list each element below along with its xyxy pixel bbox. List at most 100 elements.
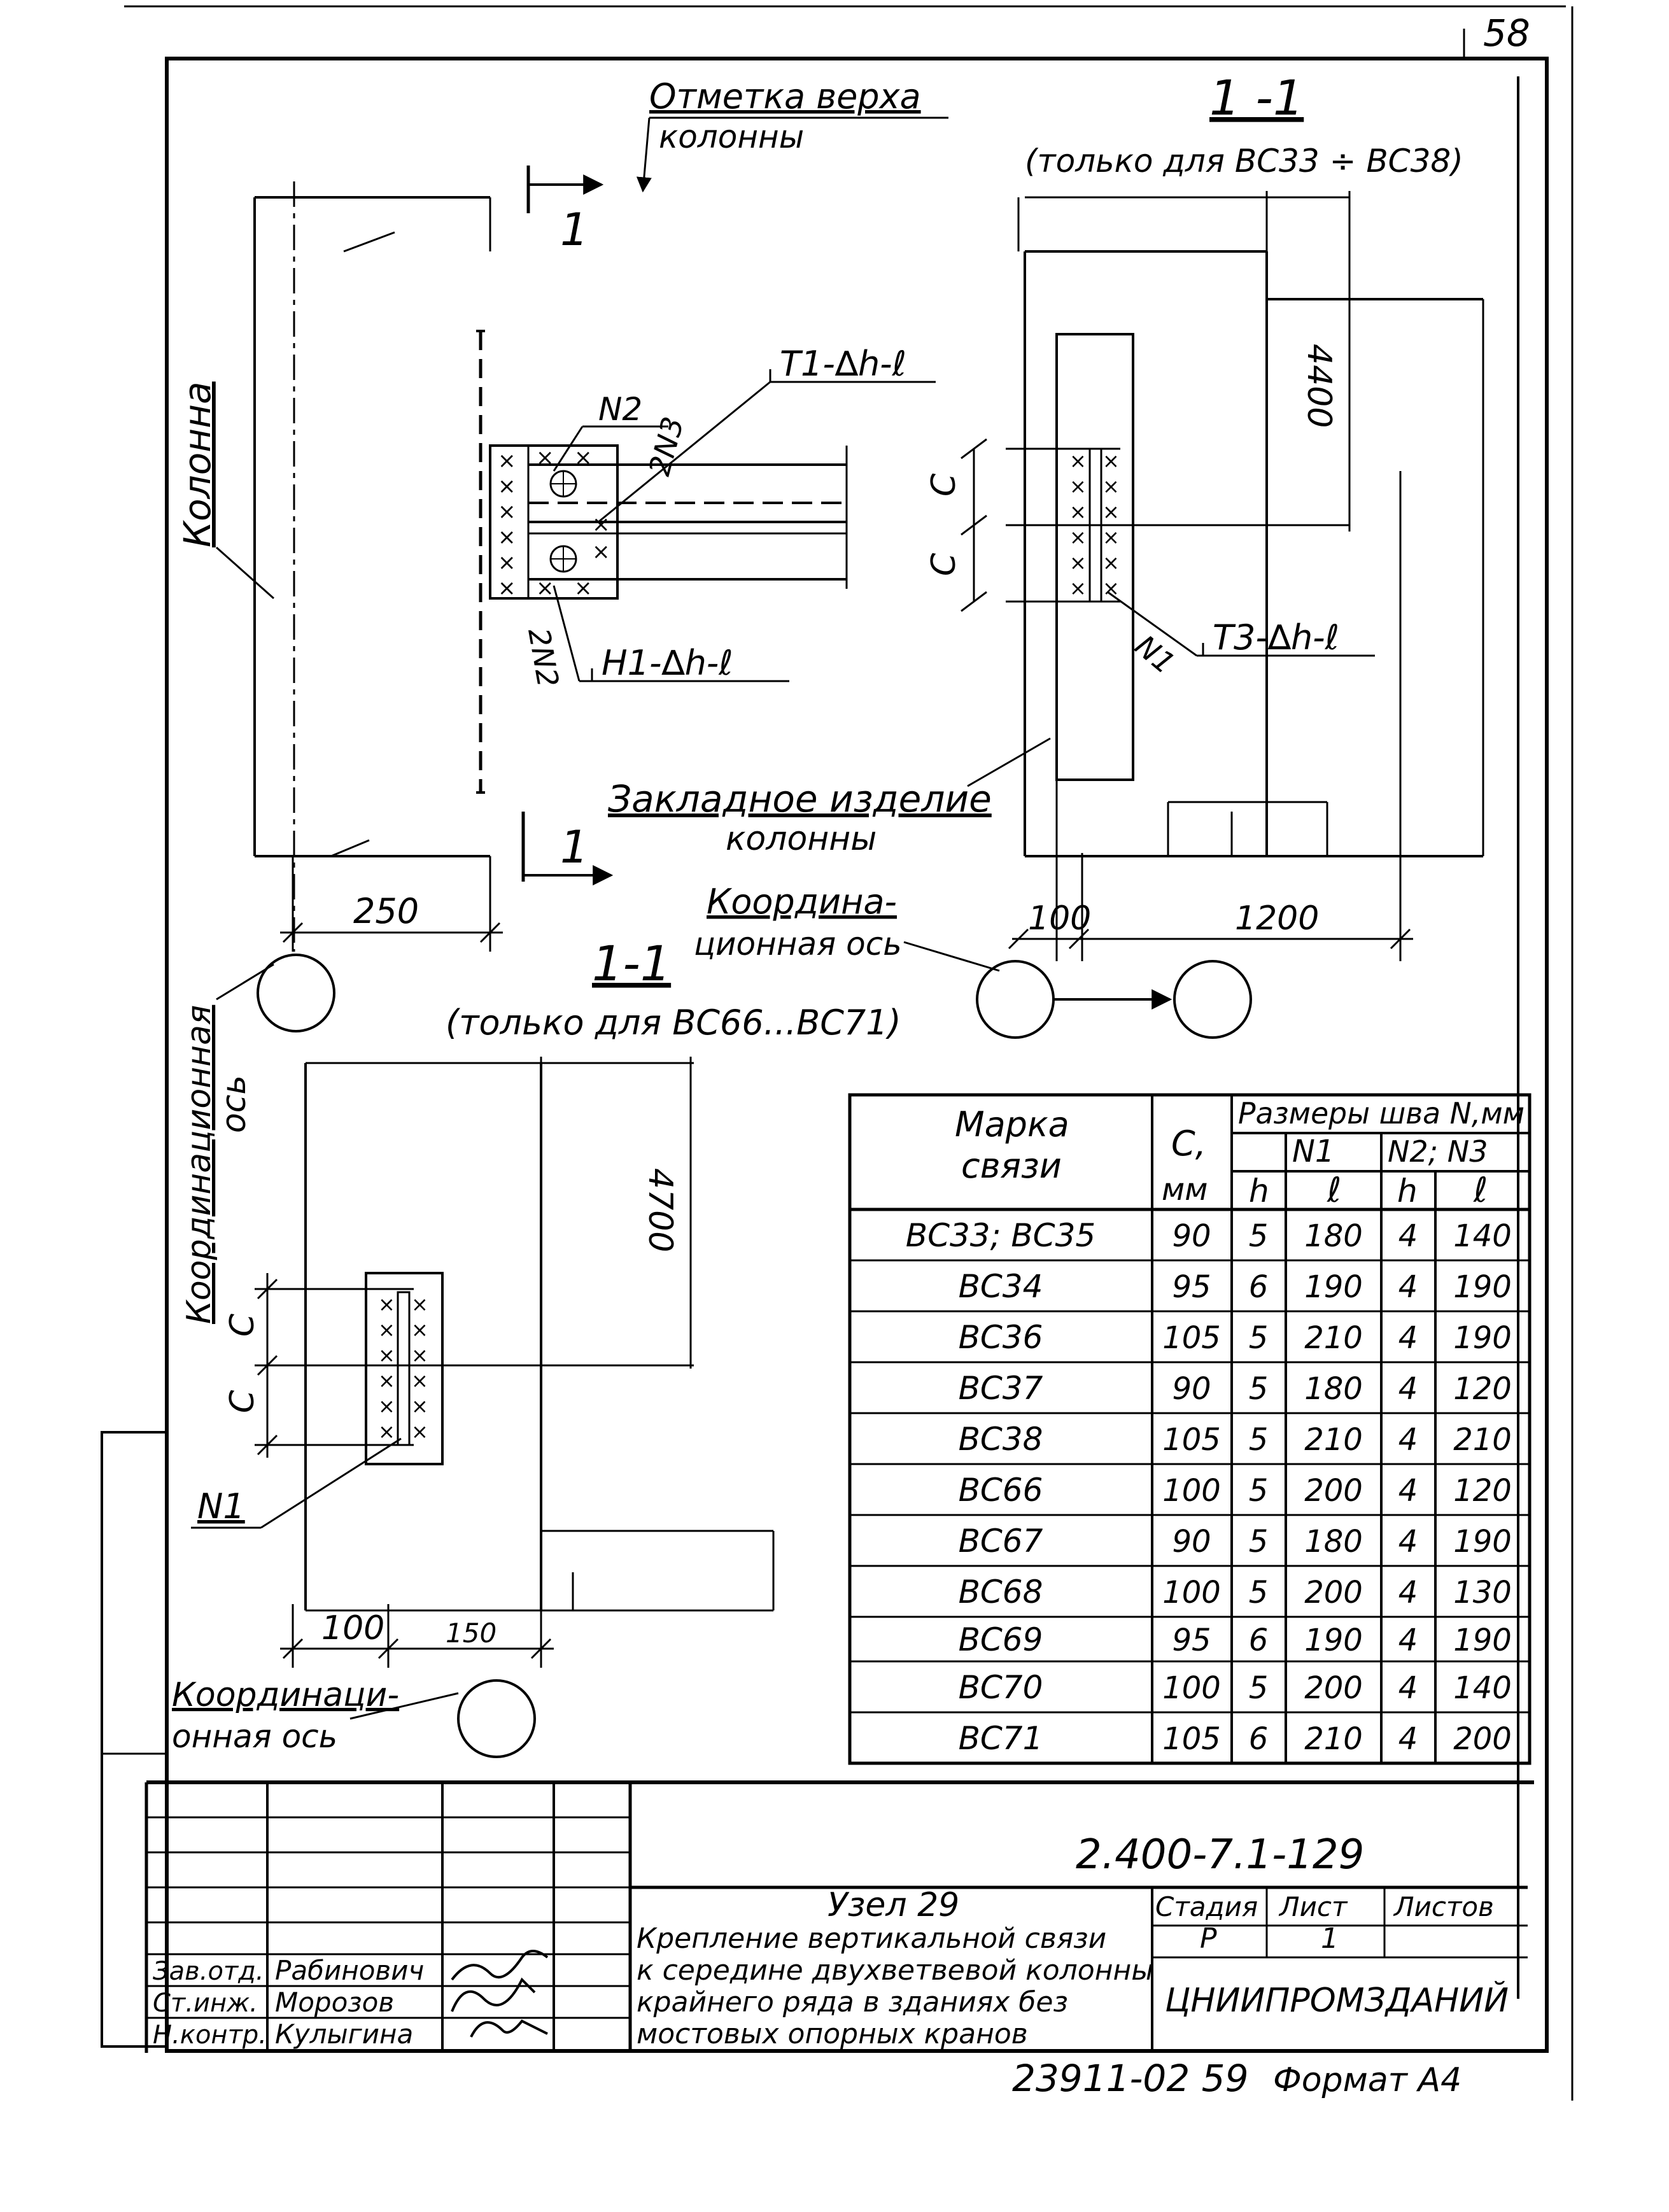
table-cell-h2: 4 <box>1398 1218 1418 1254</box>
table-header-l1: ℓ <box>1327 1170 1341 1210</box>
table-cell-l1: 190 <box>1304 1623 1363 1658</box>
table-cell-l1: 210 <box>1304 1721 1363 1757</box>
section-b-axis-label-1: Координаци- <box>172 1676 399 1714</box>
table-cell-l2: 190 <box>1453 1320 1512 1356</box>
svg-text:×: × <box>592 539 610 565</box>
section-b-dim-4700: 4700 <box>641 1168 679 1252</box>
svg-text:×: × <box>411 1292 428 1316</box>
stage-label: Стадия <box>1155 1891 1258 1922</box>
table-cell-h2: 4 <box>1398 1721 1418 1757</box>
signature-row: Зав.отд.Рабинович <box>153 1955 424 1986</box>
svg-text:×: × <box>1069 525 1087 549</box>
table-cell-h2: 4 <box>1398 1371 1418 1407</box>
part-2n2-label: 2N2 <box>521 626 565 690</box>
table-cell-l1: 210 <box>1304 1320 1363 1356</box>
svg-text:×: × <box>498 448 516 474</box>
weld-size-table: Марка связи C, мм Размеры шва N,мм N1 N2… <box>848 1093 1532 1765</box>
table-cell-l2: 130 <box>1453 1575 1512 1610</box>
table-cell-h1: 5 <box>1249 1575 1269 1610</box>
table-cell-h1: 6 <box>1249 1721 1269 1757</box>
format-label: Формат А4 <box>1273 2061 1461 2099</box>
svg-text:×: × <box>498 525 516 550</box>
table-cell-h2: 4 <box>1398 1422 1418 1458</box>
table-cell-h1: 6 <box>1249 1269 1269 1305</box>
archive-stamp: 23911-02 59 <box>1012 2057 1248 2100</box>
axis-bubble-main <box>257 954 335 1032</box>
table-cell-c: 100 <box>1162 1670 1221 1706</box>
signature-row: Ст.инж. Морозов <box>153 1987 394 2018</box>
axis-bubble-a-2 <box>1173 960 1252 1039</box>
axis-vertical-label-2: ось <box>215 1075 253 1133</box>
table-header-mark: Марка <box>955 1104 1069 1145</box>
svg-text:×: × <box>574 445 593 470</box>
section-a-weld-t3: Т3-∆h-ℓ <box>1213 617 1339 658</box>
svg-text:×: × <box>1069 576 1087 600</box>
organization: ЦНИИПРОМЗДАНИЙ <box>1165 1981 1509 2020</box>
table-cell-mark: ВС68 <box>959 1574 1043 1610</box>
sheet-label: Лист <box>1278 1891 1348 1922</box>
svg-text:×: × <box>498 575 516 601</box>
table-cell-h1: 5 <box>1249 1371 1269 1407</box>
embedded-part-label-2: колонны <box>726 820 877 858</box>
svg-text:×: × <box>411 1343 428 1367</box>
axis-bubble-b <box>457 1679 536 1758</box>
axis-vertical-label: Координационная <box>180 1005 218 1324</box>
section-a-title: 1 -1 <box>1209 69 1304 126</box>
signature-2 <box>451 1977 536 2012</box>
weld-h1-label: Н1-∆h-ℓ <box>602 643 733 683</box>
person-name: Кулыгина <box>275 2018 413 2050</box>
table-cell-l2: 190 <box>1453 1524 1512 1560</box>
table-cell-h1: 5 <box>1249 1422 1269 1458</box>
role-label: Ст.инж. <box>153 1989 258 2018</box>
table-cell-l2: 120 <box>1453 1371 1512 1407</box>
table-cell-l1: 200 <box>1304 1473 1363 1509</box>
table-cell-l1: 180 <box>1304 1371 1363 1407</box>
section-a: 1 -1 (только для ВС33 ÷ ВС38) <box>694 69 1484 1039</box>
section-cut-top: 1 <box>560 204 589 256</box>
part-n2-label: N2 <box>598 391 642 428</box>
table-cell-mark: ВС71 <box>959 1720 1043 1757</box>
table-cell-h1: 5 <box>1249 1218 1269 1254</box>
svg-text:×: × <box>378 1419 395 1444</box>
table-cell-c: 105 <box>1162 1721 1221 1757</box>
section-a-dim-100: 100 <box>1028 899 1091 938</box>
section-a-dim-c-2: C <box>925 553 963 576</box>
svg-text:×: × <box>1069 474 1087 498</box>
signature-row: Н.контр.Кулыгина <box>153 2018 413 2050</box>
sheet-frame <box>101 5 1574 2101</box>
main-view: ××× ××× ×× ×× ×× Отметка верха колонны 1… <box>176 76 1051 1324</box>
table-cell-h1: 5 <box>1249 1320 1269 1356</box>
svg-text:×: × <box>1102 500 1120 524</box>
table-cell-c: 90 <box>1172 1218 1211 1254</box>
section-b-dim-100: 100 <box>321 1609 384 1647</box>
table-cell-c: 100 <box>1162 1473 1221 1509</box>
svg-text:×: × <box>378 1369 395 1393</box>
table-cell-h1: 5 <box>1249 1670 1269 1706</box>
table-cell-l2: 200 <box>1453 1721 1512 1757</box>
table-cell-mark: ВС70 <box>959 1669 1043 1706</box>
title-desc-4: мостовых опорных кранов <box>637 2018 1028 2050</box>
svg-text:×: × <box>1069 449 1087 473</box>
person-name: Морозов <box>275 1987 394 2018</box>
table-cell-c: 95 <box>1172 1623 1211 1658</box>
table-cell-h2: 4 <box>1398 1524 1418 1560</box>
table-cell-h2: 4 <box>1398 1623 1418 1658</box>
table-cell-l1: 200 <box>1304 1575 1363 1610</box>
svg-text:×: × <box>411 1394 428 1418</box>
table-cell-c: 90 <box>1172 1371 1211 1407</box>
table-header-sizes: Размеры шва N,мм <box>1238 1096 1525 1131</box>
stage-value: Р <box>1200 1922 1217 1955</box>
section-b-axis-label-2: онная ось <box>172 1718 337 1755</box>
svg-text:×: × <box>574 575 593 601</box>
top-mark-label: Отметка верха <box>649 76 921 116</box>
table-cell-mark: ВС34 <box>959 1268 1043 1305</box>
role-label: Зав.отд. <box>153 1957 264 1986</box>
table-cell-c: 105 <box>1162 1320 1221 1356</box>
table-cell-mark: ВС36 <box>959 1319 1043 1356</box>
